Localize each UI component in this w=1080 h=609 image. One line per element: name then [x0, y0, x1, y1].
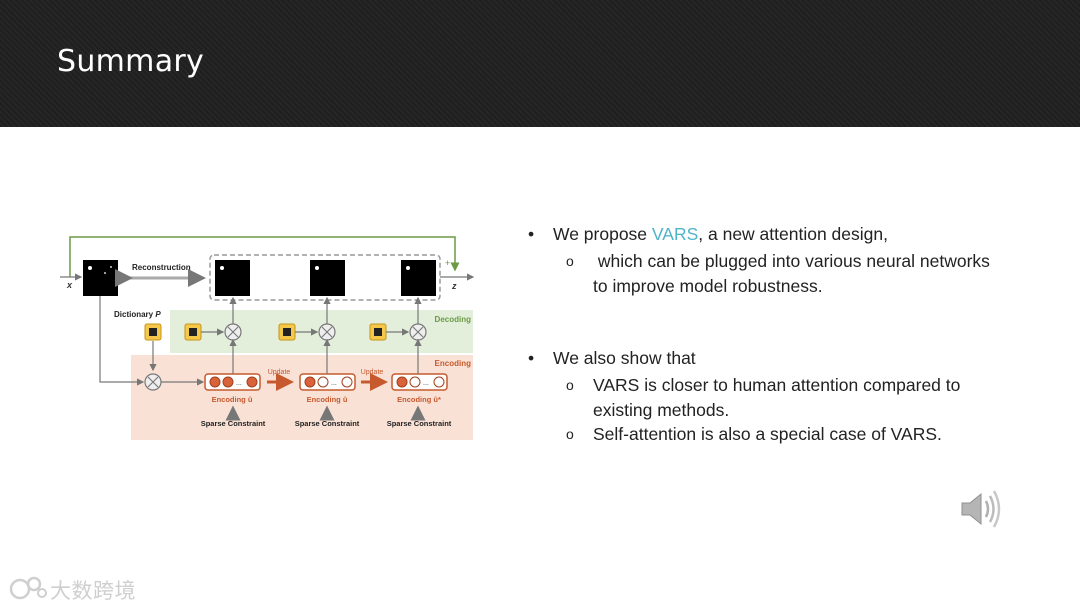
decoding-unit-1	[184, 296, 242, 341]
svg-text:Update: Update	[268, 369, 291, 376]
input-image	[83, 260, 118, 296]
sub-bullet-marker: o	[566, 253, 574, 269]
multiply-symbol	[147, 376, 159, 388]
bullet-text: We also show that	[553, 348, 696, 368]
speaker-icon[interactable]	[958, 488, 1004, 530]
svg-text:...: ...	[423, 380, 429, 387]
input-image-spot	[110, 266, 112, 268]
svg-text:...: ...	[331, 380, 337, 387]
vars-highlight: VARS	[651, 224, 699, 244]
slide-title: Summary	[57, 44, 205, 79]
skip-connection	[69, 236, 460, 277]
vars-architecture-diagram: Decoding Encoding + x Reconstruction z D…	[60, 236, 475, 440]
encoding-unit-1: ... Encoding û Sparse Constraint	[201, 338, 266, 428]
sub-bullet-item: o which can be plugged into various neur…	[566, 249, 1026, 299]
bullet-text: , a new attention design,	[698, 224, 888, 244]
sparse-constraint-label: Sparse Constraint	[387, 419, 452, 428]
encoding-unit-label: Encoding û	[212, 395, 253, 404]
input-image-spot	[88, 266, 92, 270]
decoding-unit-3	[369, 296, 427, 341]
dictionary-label: Dictionary P	[114, 310, 161, 319]
decoding-unit-2	[278, 296, 336, 341]
slide-header: Summary	[0, 0, 1080, 127]
output-image-spot	[220, 266, 224, 270]
output-label: z	[451, 281, 457, 291]
input-to-encoding-path	[99, 296, 145, 386]
output-image-3	[401, 260, 436, 296]
update-arrow-1: Update	[267, 369, 294, 391]
sub-bullet-text: VARS is closer to human attention compar…	[593, 375, 961, 420]
plus-sign: +	[445, 258, 450, 268]
bullet-item: • We propose VARS, a new attention design…	[528, 224, 888, 245]
sub-bullet-marker: o	[566, 426, 574, 442]
sub-bullet-text: Self-attention is also a special case of…	[593, 424, 942, 444]
bullet-dot: •	[528, 224, 535, 244]
output-image-2	[310, 260, 345, 296]
bullet-item: • We also show that	[528, 348, 696, 369]
output-image-spot	[315, 266, 319, 270]
sub-bullet-item: o Self-attention is also a special case …	[566, 422, 1026, 447]
svg-text:Update: Update	[361, 369, 384, 376]
decoding-label: Decoding	[435, 315, 472, 324]
bullet-dot: •	[528, 348, 535, 368]
encoding-unit-label: Encoding û*	[397, 395, 441, 404]
sparse-constraint-label: Sparse Constraint	[201, 419, 266, 428]
encoding-label: Encoding	[435, 359, 472, 368]
input-image-spot	[104, 272, 106, 274]
watermark-logo-icon	[9, 576, 47, 600]
sub-bullet-marker: o	[566, 377, 574, 393]
sparse-constraint-label: Sparse Constraint	[295, 419, 360, 428]
svg-text:...: ...	[236, 380, 242, 387]
watermark: 大数跨境	[8, 574, 148, 604]
output-image-spot	[406, 266, 410, 270]
encoding-unit-3: ... Encoding û* Sparse Constraint	[387, 338, 452, 428]
dictionary-icon-inner	[149, 328, 157, 336]
sub-bullet-text: which can be plugged into various neural…	[593, 251, 990, 296]
update-arrow-2: Update	[361, 369, 388, 391]
sub-bullet-item: o VARS is closer to human attention comp…	[566, 373, 1026, 423]
input-label: x	[66, 280, 73, 290]
encoding-unit-2: ... Encoding û Sparse Constraint	[295, 338, 360, 428]
bullet-text: We propose	[553, 224, 652, 244]
watermark-text: 大数跨境	[50, 579, 136, 603]
encoding-unit-label: Encoding û	[307, 395, 348, 404]
reconstruction-label: Reconstruction	[132, 263, 191, 272]
output-image-1	[215, 260, 250, 296]
encoding-band	[131, 355, 473, 440]
